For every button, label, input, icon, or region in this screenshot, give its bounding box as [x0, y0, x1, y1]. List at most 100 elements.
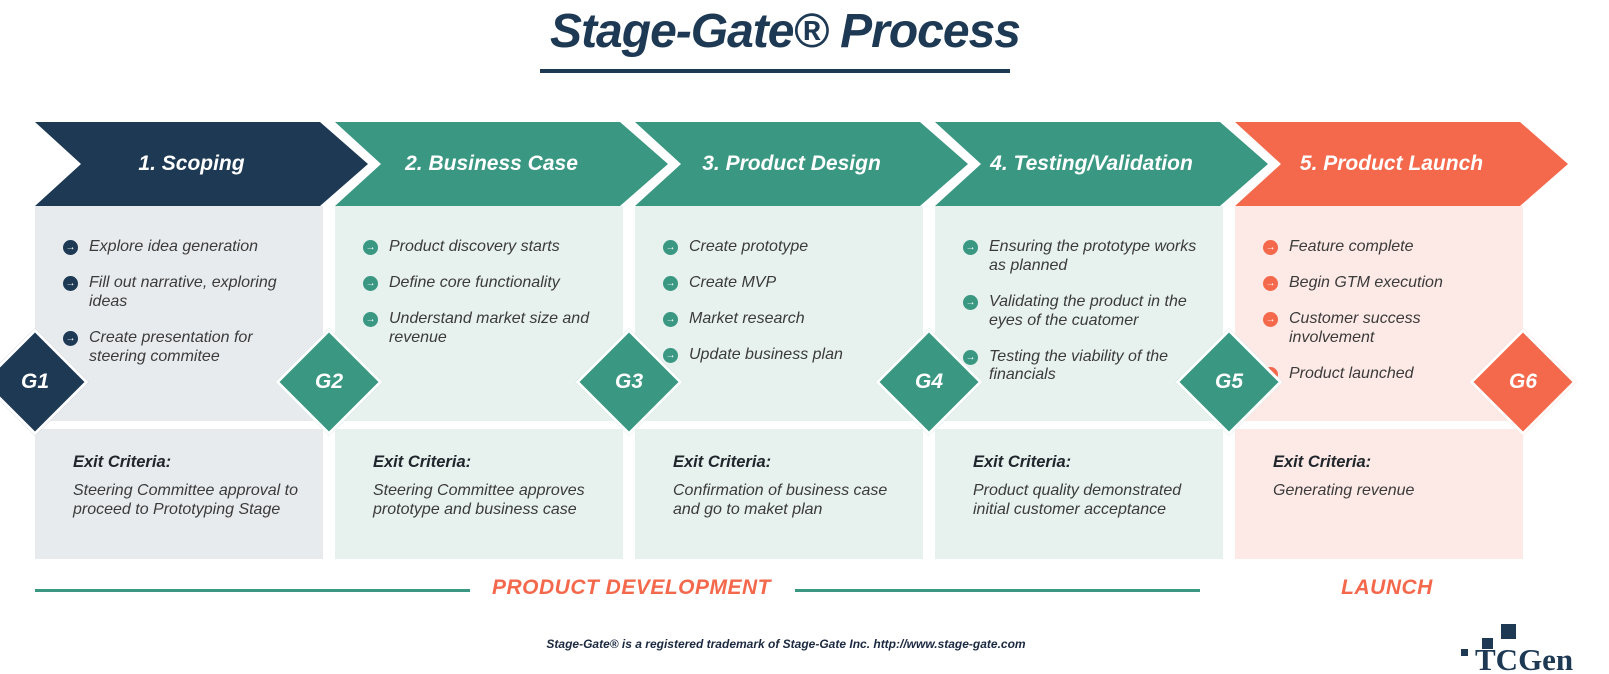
stage-header-arrow: 3. Product Design [635, 122, 968, 206]
arrow-right-circle-icon: → [363, 240, 378, 255]
stage-column: 4. Testing/Validation → Ensuring the prot… [935, 122, 1268, 559]
stage-bullet-list: → Create prototype → Create MVP → Market rese… [635, 206, 923, 421]
tcgen-logo: TCGen [1458, 620, 1609, 674]
stage-column: 1. Scoping → Explore idea generation → Fill… [35, 122, 368, 559]
launch-phase-label: LAUNCH [1341, 576, 1433, 599]
arrow-right-circle-icon: → [1263, 240, 1278, 255]
exit-criteria-text: Confirmation of business case and go to … [673, 482, 888, 519]
bullet-item: → Validating the product in the eyes of t… [963, 293, 1207, 331]
arrow-right-circle-icon: → [963, 240, 978, 255]
stage-exit-criteria: Exit Criteria: Steering Committee approv… [335, 429, 623, 559]
bullet-text: Ensuring the prototype works as planned [989, 238, 1197, 274]
development-phase-line-left [35, 589, 470, 592]
logo-square-small-icon [1461, 649, 1468, 656]
logo-square-medium-icon [1482, 638, 1493, 649]
gate-label: G5 [1214, 369, 1244, 393]
bullet-text: Validating the product in the eyes of th… [989, 292, 1187, 329]
exit-criteria-text: Steering Committee approval to proceed t… [73, 482, 298, 519]
stage-header-label: 5. Product Launch [1299, 152, 1484, 175]
arrow-right-circle-icon: → [663, 311, 678, 327]
arrow-right-circle-icon: → [663, 275, 678, 291]
bullet-text: Market research [689, 309, 805, 327]
logo-text: TCGen [1475, 642, 1574, 674]
stage-header-arrow: 5. Product Launch [1235, 122, 1568, 206]
bullet-item: → Market research [663, 310, 907, 329]
bullet-item: → Ensuring the prototype works as planned [963, 238, 1207, 276]
exit-criteria-text: Generating revenue [1273, 482, 1415, 499]
stage-header-arrow: 2. Business Case [335, 122, 668, 206]
bullet-item: → Testing the viability of the financials [963, 348, 1207, 386]
bullet-text: Explore idea generation [89, 238, 259, 255]
stage-column: 5. Product Launch → Feature complete → Begi… [1235, 122, 1568, 559]
bullet-item: → Explore idea generation [63, 238, 307, 257]
bullet-item: → Customer success involvement [1263, 310, 1507, 348]
bullet-text: Fill out narrative, exploring ideas [89, 273, 277, 310]
stage-column: 2. Business Case → Product discovery star… [335, 122, 668, 559]
arrow-right-circle-icon: → [663, 240, 678, 255]
arrow-right-circle-icon: → [663, 347, 678, 363]
bullet-item: → Create MVP [663, 274, 907, 293]
stage-bullet-list: → Product discovery starts → Define core fu… [335, 206, 623, 421]
bullet-item: → Fill out narrative, exploring ideas [63, 274, 307, 312]
bullet-text: Feature complete [1289, 238, 1414, 255]
exit-criteria-label: Exit Criteria: [1273, 453, 1372, 471]
exit-criteria-text: Steering Committee approves prototype an… [373, 482, 585, 519]
gate-label: G6 [1508, 369, 1538, 393]
gate-label: G1 [20, 369, 50, 393]
stage-exit-criteria: Exit Criteria: Generating revenue [1235, 429, 1523, 559]
stage-header-label: 4. Testing/Validation [990, 152, 1193, 175]
gate-label: G3 [614, 369, 644, 393]
stage-header-arrow: 4. Testing/Validation [935, 122, 1268, 206]
development-phase-line-right [795, 589, 1200, 592]
bullet-item: → Product discovery starts [363, 238, 607, 257]
stage-header-label: 3. Product Design [702, 152, 881, 175]
arrow-right-circle-icon: → [963, 294, 978, 310]
arrow-right-circle-icon: → [363, 275, 378, 291]
page-title: Stage-Gate® Process [550, 5, 1021, 58]
bullet-item: → Update business plan [663, 346, 907, 365]
bullet-item: → Create prototype [663, 238, 907, 257]
exit-criteria-label: Exit Criteria: [973, 453, 1072, 471]
stages-grid: 1. Scoping → Explore idea generation → Fill… [35, 122, 1568, 559]
bullet-item: → Begin GTM execution [1263, 274, 1507, 293]
bullet-text: Create MVP [689, 273, 777, 291]
logo-square-large-icon [1501, 624, 1516, 639]
stage-exit-criteria: Exit Criteria: Steering Committee approv… [35, 429, 323, 559]
exit-criteria-text: Product quality demonstrated initial cus… [973, 482, 1182, 519]
bullet-text: Create presentation for steering commite… [89, 328, 253, 365]
stage-column: 3. Product Design → Create prototype → Crea… [635, 122, 968, 559]
stage-exit-criteria: Exit Criteria: Confirmation of business … [635, 429, 923, 559]
title-underline [540, 69, 1010, 73]
stage-exit-criteria: Exit Criteria: Product quality demonstra… [935, 429, 1223, 559]
exit-criteria-label: Exit Criteria: [73, 453, 172, 471]
arrow-right-circle-icon: → [63, 330, 78, 346]
bullet-text: Update business plan [689, 345, 843, 363]
stage-bullet-list: → Ensuring the prototype works as planned… [935, 206, 1223, 421]
gate-label: G2 [314, 369, 344, 393]
bullet-item: → Feature complete [1263, 238, 1507, 257]
bullet-item: → Define core functionality [363, 274, 607, 293]
stage-header-arrow: 1. Scoping [35, 122, 368, 206]
bullet-text: Product discovery starts [389, 238, 560, 255]
arrow-right-circle-icon: → [1263, 311, 1278, 327]
arrow-right-circle-icon: → [363, 311, 378, 327]
bullet-text: Define core functionality [389, 273, 560, 291]
arrow-right-circle-icon: → [63, 275, 78, 291]
bullet-text: Product launched [1289, 364, 1414, 382]
trademark-notice: Stage-Gate® is a registered trademark of… [546, 637, 1026, 651]
bullet-text: Create prototype [689, 238, 809, 255]
bullet-text: Testing the viability of the financials [989, 347, 1169, 384]
arrow-right-circle-icon: → [63, 240, 78, 255]
bullet-text: Begin GTM execution [1289, 273, 1443, 291]
bullet-text: Understand market size and revenue [389, 309, 590, 346]
stage-header-label: 1. Scoping [138, 152, 245, 175]
exit-criteria-label: Exit Criteria: [673, 453, 772, 471]
arrow-right-circle-icon: → [963, 349, 978, 365]
exit-criteria-label: Exit Criteria: [373, 453, 472, 471]
bullet-text: Customer success involvement [1289, 309, 1421, 346]
development-phase-label: PRODUCT DEVELOPMENT [491, 576, 771, 599]
arrow-right-circle-icon: → [1263, 275, 1278, 291]
bullet-item: → Create presentation for steering commit… [63, 329, 307, 367]
gate-label: G4 [914, 369, 944, 393]
